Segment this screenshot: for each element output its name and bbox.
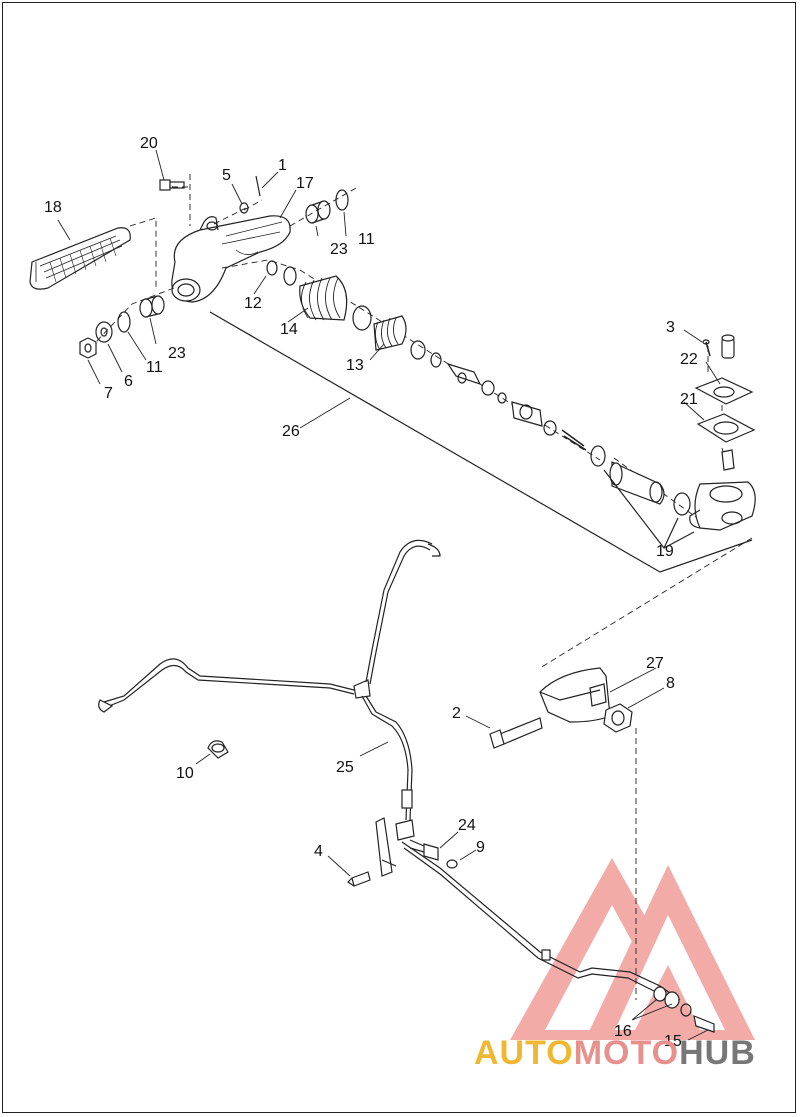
callout-19: 19 [656, 543, 674, 560]
spring [373, 315, 407, 351]
secondary-piston [609, 461, 665, 505]
callout-11-lower: 11 [146, 359, 163, 376]
callout-27: 27 [646, 655, 664, 672]
callout-7: 7 [104, 385, 113, 402]
line-clip [207, 740, 229, 759]
brake-line [98, 539, 681, 1007]
callout-22: 22 [680, 351, 698, 368]
nut-8 [603, 703, 633, 733]
callout-26: 26 [282, 423, 300, 440]
banjo-fitting [653, 986, 715, 1033]
watermark-logo [510, 858, 755, 1040]
leader-lines [57, 149, 721, 1041]
callout-21: 21 [680, 391, 698, 408]
o-ring-19b [673, 492, 691, 516]
callout-2: 2 [452, 705, 461, 722]
brake-pedal [171, 215, 291, 303]
clip-ring-2 [430, 352, 442, 368]
watermark-moto: MOTO [573, 1034, 680, 1072]
footpeg-rubber [29, 227, 131, 290]
brake-switch [409, 839, 458, 869]
reservoir-cover [694, 334, 756, 471]
callout-13: 13 [346, 357, 364, 374]
line-bracket [375, 817, 397, 877]
callout-1: 1 [278, 157, 287, 174]
seal-ring [352, 305, 372, 331]
callout-15: 15 [664, 1033, 682, 1050]
clip-ring [410, 340, 426, 360]
boot [299, 275, 348, 321]
bolt-2 [489, 717, 543, 749]
callout-20: 20 [140, 135, 158, 152]
pivot-bolt [159, 179, 185, 191]
piston [511, 401, 557, 436]
callout-3: 3 [666, 319, 675, 336]
callout-18: 18 [44, 199, 62, 216]
o-ring-19a [590, 445, 606, 467]
callout-9: 9 [476, 839, 485, 856]
pushrod [446, 362, 507, 404]
mount-bracket [539, 667, 611, 723]
lower-bushing [79, 295, 165, 359]
callout-25: 25 [336, 759, 354, 776]
cotter-pin [255, 175, 261, 197]
callout-8: 8 [666, 675, 675, 692]
callout-23-upper: 23 [330, 241, 348, 258]
callout-14: 14 [280, 321, 298, 338]
callout-4: 4 [314, 843, 323, 860]
callout-17: 17 [296, 175, 314, 192]
upper-bushing [305, 189, 349, 224]
master-cylinder [689, 481, 756, 531]
callout-12: 12 [244, 295, 262, 312]
callout-16: 16 [614, 1023, 632, 1040]
screw-4 [347, 871, 371, 887]
washer-flat [283, 266, 297, 286]
retaining-ring-12 [266, 260, 278, 276]
watermark-hub: HUB [679, 1034, 756, 1072]
watermark-text: AUTOMOTOHUB [474, 1036, 756, 1070]
callout-24: 24 [458, 817, 476, 834]
assembly-outline [209, 311, 753, 573]
piston-spring [561, 429, 587, 451]
watermark-auto: AUTO [474, 1034, 574, 1072]
callout-10: 10 [176, 765, 194, 782]
callout-5: 5 [222, 167, 231, 184]
callout-6: 6 [124, 373, 133, 390]
callout-11-upper: 11 [358, 231, 375, 248]
callout-23-lower: 23 [168, 345, 186, 362]
